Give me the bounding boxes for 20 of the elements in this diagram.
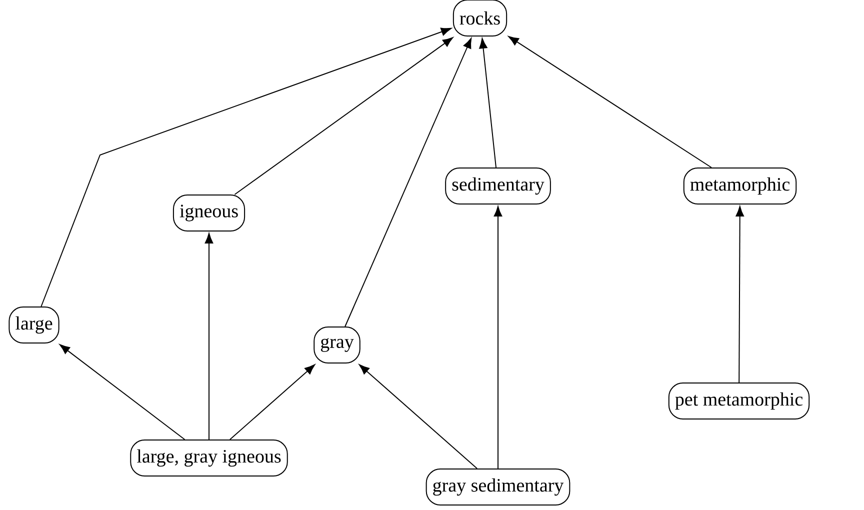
arrow xyxy=(234,37,454,195)
arrow xyxy=(229,364,316,440)
arrow xyxy=(40,28,452,307)
rounded-box: pet metamorphic xyxy=(668,382,810,420)
arrow xyxy=(494,206,502,469)
rounded-box: large xyxy=(8,306,60,344)
rounded-box: rocks xyxy=(452,0,508,36)
rounded-box: igneous xyxy=(172,194,246,232)
rounded-box: large, gray igneous xyxy=(130,440,288,476)
arrow xyxy=(736,206,744,383)
rounded-box: gray xyxy=(314,326,360,364)
arrow xyxy=(59,344,186,440)
arrow xyxy=(204,233,214,440)
rounded-box: gray sedimentary xyxy=(426,468,570,506)
arrow xyxy=(479,38,497,168)
arrow xyxy=(344,38,472,327)
rounded-box: metamorphic xyxy=(683,168,797,204)
arrow xyxy=(359,364,478,469)
rounded-box: sedimentary xyxy=(445,168,551,204)
arrow xyxy=(508,36,712,168)
